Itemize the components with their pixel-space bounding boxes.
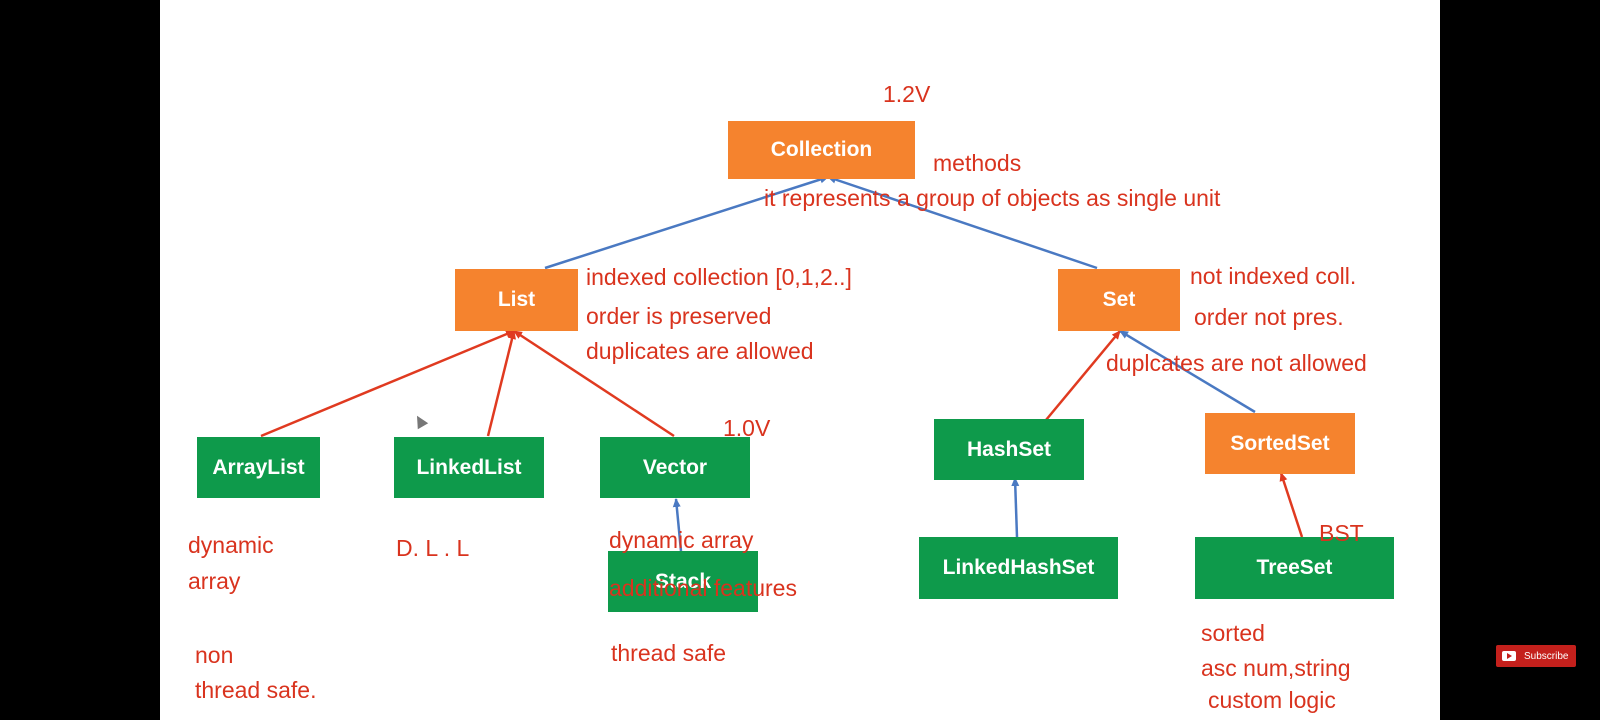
- node-stack: Stack: [608, 551, 758, 612]
- note-collection-version: 1.2V: [883, 81, 931, 107]
- note-collection-methods: methods: [933, 150, 1022, 176]
- note-list-order: order is preserved: [586, 303, 772, 329]
- subscribe-label: Subscribe: [1524, 650, 1569, 662]
- youtube-play-icon: [1502, 651, 1516, 661]
- note-list-duplicates: duplicates are allowed: [586, 338, 814, 364]
- note-set-order: order not pres.: [1194, 304, 1344, 330]
- note-arraylist-non: non: [195, 642, 234, 668]
- note-set-duplicates: duplcates are not allowed: [1106, 350, 1367, 376]
- note-linkedlist-dll: D. L . L: [396, 535, 470, 561]
- note-treeset-asc: asc num,string: [1201, 655, 1351, 681]
- note-arraylist-dynamic: dynamic: [188, 532, 274, 558]
- node-vector: Vector: [600, 437, 750, 498]
- node-list: List: [455, 269, 578, 331]
- node-set: Set: [1058, 269, 1180, 331]
- note-treeset-custom: custom logic: [1208, 687, 1336, 713]
- note-vector-version: 1.0V: [723, 415, 771, 441]
- node-linkedlist: LinkedList: [394, 437, 544, 498]
- node-hashset: HashSet: [934, 419, 1084, 480]
- note-vector-additional: additional features: [609, 575, 797, 601]
- node-linkedhashset: LinkedHashSet: [919, 537, 1118, 599]
- node-treeset: TreeSet: [1195, 537, 1394, 599]
- subscribe-button[interactable]: Subscribe: [1496, 645, 1576, 667]
- note-collection-desc: it represents a group of objects as sing…: [764, 185, 1221, 211]
- node-sortedset: SortedSet: [1205, 413, 1355, 474]
- node-arraylist: ArrayList: [197, 437, 320, 498]
- node-collection: Collection: [728, 121, 915, 179]
- note-set-indexed: not indexed coll.: [1190, 263, 1357, 289]
- note-vector-threadsafe: thread safe: [611, 640, 727, 666]
- note-treeset-bst: BST: [1319, 520, 1364, 546]
- note-list-indexed: indexed collection [0,1,2..]: [586, 264, 852, 290]
- note-arraylist-array: array: [188, 568, 241, 594]
- note-arraylist-threadsafe: thread safe.: [195, 677, 317, 703]
- note-treeset-sorted: sorted: [1201, 620, 1265, 646]
- note-vector-dynamic-array: dynamic array: [609, 527, 754, 553]
